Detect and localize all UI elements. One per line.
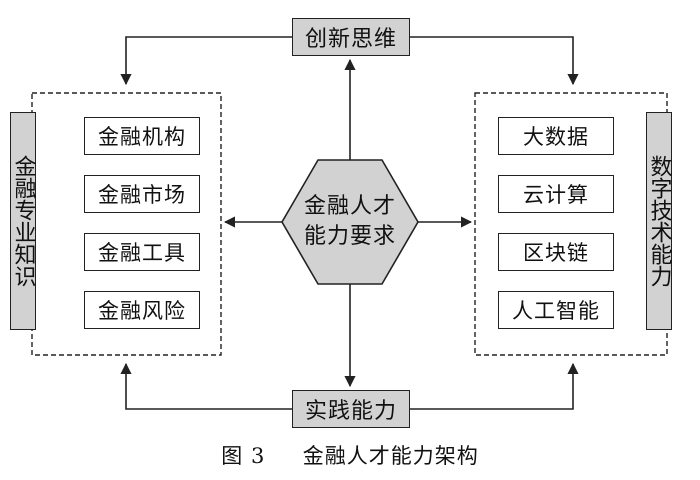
center-line-2: 能力要求 [303,224,396,249]
innovation-thinking-box: 创新思维 [292,18,410,56]
left-item-1: 金融机构 [84,117,200,155]
left-item-4: 金融风险 [84,291,200,329]
right-side-label: 数字技术能力 [646,112,672,330]
right-item-1: 大数据 [498,117,614,155]
center-requirement-label: 金融人才 能力要求 [282,186,418,258]
bottom-left-connector [120,362,292,410]
top-left-connector [120,36,292,86]
right-item-4: 人工智能 [498,291,614,329]
center-line-1: 金融人才 [303,194,396,219]
bottom-right-connector [410,362,579,410]
left-side-label: 金融专业知识 [10,112,36,330]
figure-number: 图 3 [221,444,266,468]
top-right-connector [410,36,579,86]
figure-title: 金融人才能力架构 [302,444,479,468]
right-item-3: 区块链 [498,233,614,271]
right-item-2: 云计算 [498,175,614,213]
left-item-2: 金融市场 [84,175,200,213]
figure-caption: 图 3 金融人才能力架构 [0,440,700,470]
practical-ability-box: 实践能力 [292,390,410,428]
left-item-3: 金融工具 [84,233,200,271]
